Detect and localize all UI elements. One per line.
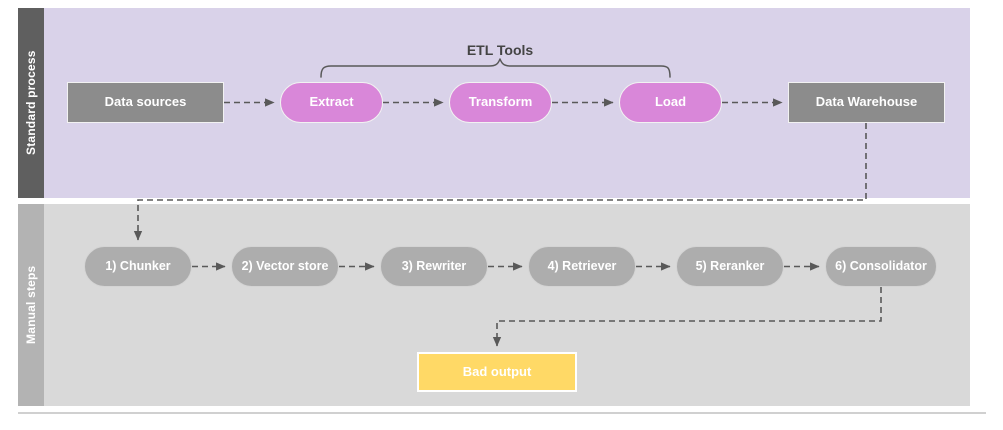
node-transform[interactable]: Transform (449, 82, 552, 123)
lane-standard-process-title: Standard process (18, 8, 44, 198)
node-extract[interactable]: Extract (280, 82, 383, 123)
node-data-warehouse[interactable]: Data Warehouse (788, 82, 945, 123)
etl-tools-label: ETL Tools (466, 42, 534, 58)
node-vector-store[interactable]: 2) Vector store (231, 246, 339, 287)
node-bad-output[interactable]: Bad output (417, 352, 577, 392)
node-chunker[interactable]: 1) Chunker (84, 246, 192, 287)
node-data-sources[interactable]: Data sources (67, 82, 224, 123)
node-retriever[interactable]: 4) Retriever (528, 246, 636, 287)
node-reranker[interactable]: 5) Reranker (676, 246, 784, 287)
node-load[interactable]: Load (619, 82, 722, 123)
node-consolidator[interactable]: 6) Consolidator (825, 246, 937, 287)
node-rewriter[interactable]: 3) Rewriter (380, 246, 488, 287)
bottom-divider (18, 412, 986, 414)
lane-manual-steps-title: Manual steps (18, 204, 44, 406)
